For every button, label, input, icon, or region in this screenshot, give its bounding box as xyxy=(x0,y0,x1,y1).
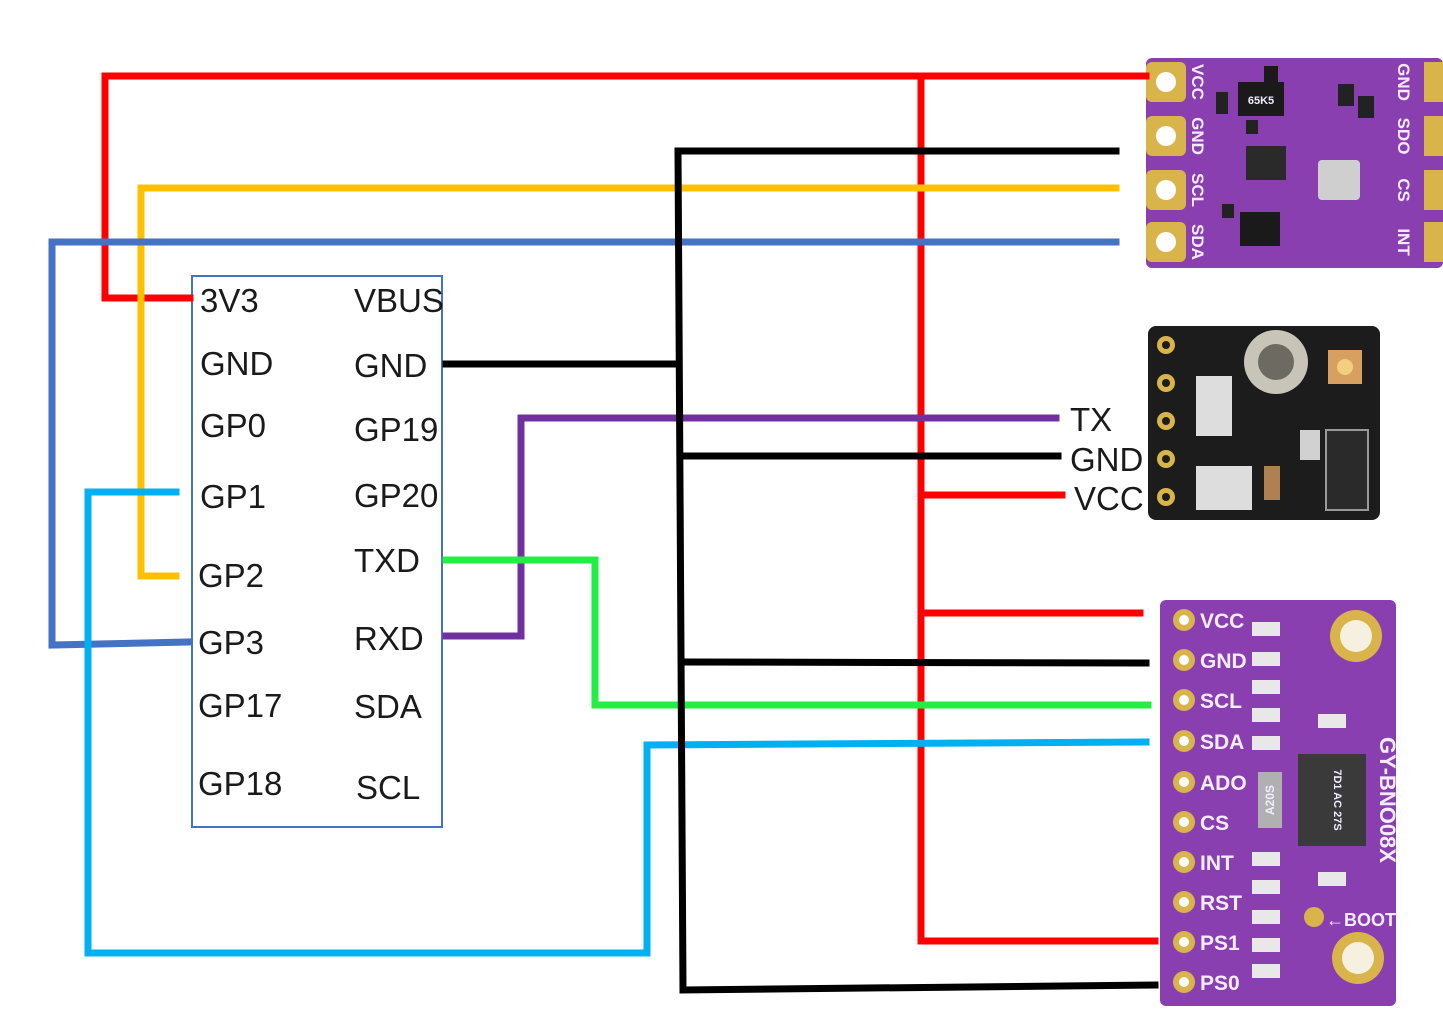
bme-pin-label-gnd: GND xyxy=(1188,117,1207,155)
imu-boot-pad xyxy=(1304,907,1324,927)
imu-pin-label-ado: ADO xyxy=(1200,772,1247,795)
pico-pin-rxd: RXD xyxy=(354,620,424,657)
imu-board-name: GY-BNO08X xyxy=(1375,737,1400,863)
bme-pin-label-scl: SCL xyxy=(1188,173,1207,207)
pico-pin-vbus: VBUS xyxy=(354,282,444,319)
bme-sensor-module: 65K5 VCC GND SCL SDA GND SDO CS INT xyxy=(1146,58,1443,268)
gps-pin-label-vcc: VCC xyxy=(1074,480,1144,517)
imu-pin-label-vcc: VCC xyxy=(1200,610,1244,633)
imu-boot-label: ←BOOT xyxy=(1326,910,1396,930)
bme-components xyxy=(1216,66,1374,246)
imu-pin-label-int: INT xyxy=(1200,852,1234,875)
pico-pin-gp18: GP18 xyxy=(198,765,282,802)
bme-pin-label-sdo: SDO xyxy=(1394,118,1413,155)
wire-power-bus xyxy=(917,72,1159,945)
pico-pin-scl: SCL xyxy=(356,769,420,806)
pico-pin-3v3: 3V3 xyxy=(200,282,259,319)
gps-module xyxy=(1148,326,1380,520)
wire-gp2-to-bme-scl xyxy=(137,184,1120,580)
gps-pin-label-gnd: GND xyxy=(1070,441,1143,478)
gps-pin-holes xyxy=(1157,336,1175,506)
wire-txd-to-imu-scl xyxy=(442,556,1152,709)
imu-pin-holes xyxy=(1173,609,1195,993)
bme-chip-marking: 65K5 xyxy=(1248,95,1274,107)
imu-pin-label-cs: CS xyxy=(1200,812,1229,835)
wire-gp3-to-bme-sda xyxy=(48,238,1120,649)
pico-pin-gnd-left: GND xyxy=(200,345,273,382)
wire-gnd-to-imu-gnd xyxy=(678,658,1150,667)
imu-resistor-column xyxy=(1252,622,1346,978)
pico-pin-gp19: GP19 xyxy=(354,411,438,448)
pico-pin-txd: TXD xyxy=(354,542,420,579)
pico-pin-gp0: GP0 xyxy=(200,407,266,444)
pico-pin-gp3: GP3 xyxy=(198,624,264,661)
pico-pin-gp20: GP20 xyxy=(354,477,438,514)
bme-pin-label-vcc: VCC xyxy=(1188,64,1207,100)
bme-right-pin-pads xyxy=(1424,62,1443,262)
pico-pin-gp2: GP2 xyxy=(198,557,264,594)
imu-module: A20S 7D1 AC 27S VCC GND SCL SDA ADO CS I… xyxy=(1160,600,1400,1006)
imu-pin-label-rst: RST xyxy=(1200,892,1242,915)
imu-pin-label-ps1: PS1 xyxy=(1200,932,1240,955)
gps-pin-label-tx: TX xyxy=(1070,401,1112,438)
bme-pin-label-sda: SDA xyxy=(1188,224,1207,260)
wire-gp1-to-imu-sda xyxy=(84,488,1150,957)
bme-left-pin-pads xyxy=(1146,62,1186,262)
wire-gnd-bus xyxy=(674,147,1159,994)
gps-components xyxy=(1196,330,1369,511)
imu-pin-label-sda: SDA xyxy=(1200,731,1244,754)
imu-pin-label-scl: SCL xyxy=(1200,690,1242,713)
pico-pin-sda: SDA xyxy=(354,688,422,725)
imu-chip: 7D1 AC 27S xyxy=(1298,754,1366,846)
pico-pin-gp17: GP17 xyxy=(198,687,282,724)
wire-gps-tx-to-rxd xyxy=(442,414,1060,640)
bme-pin-label-cs: CS xyxy=(1394,178,1413,202)
imu-pin-label-ps0: PS0 xyxy=(1200,972,1240,995)
bme-pin-label-gnd-right: GND xyxy=(1394,63,1413,101)
pico-board-outline xyxy=(191,275,443,828)
imu-pin-label-gnd: GND xyxy=(1200,650,1247,673)
imu-crystal-marking: A20S xyxy=(1263,785,1277,815)
pico-pin-gnd-right: GND xyxy=(354,347,427,384)
pico-pin-gp1: GP1 xyxy=(200,478,266,515)
bme-pin-label-int: INT xyxy=(1394,228,1413,256)
wire-3v3-to-bme-vcc xyxy=(101,72,1150,302)
imu-chip-marking: 7D1 AC 27S xyxy=(1331,769,1343,830)
imu-crystal: A20S xyxy=(1258,772,1282,828)
